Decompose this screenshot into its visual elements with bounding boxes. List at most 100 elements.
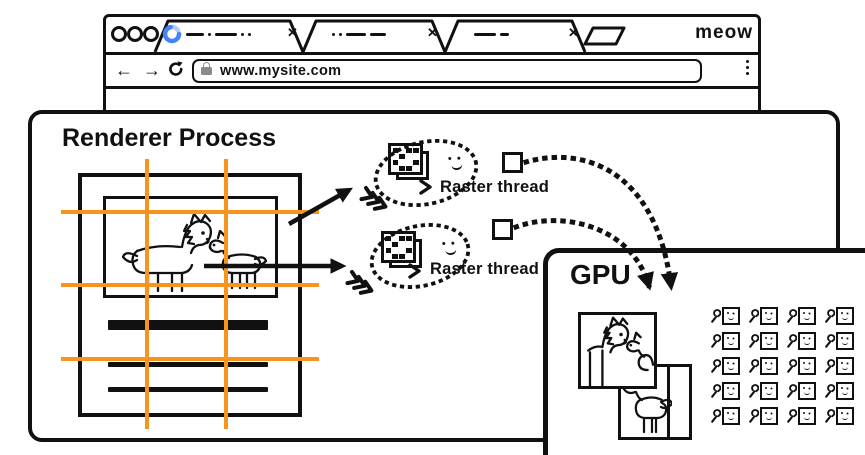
gpu-worker [824,306,857,325]
wrench-icon [825,308,835,323]
texture-square-icon [798,331,816,350]
wrench-icon [787,358,797,373]
texture-square-icon [836,381,854,400]
gpu-worker [710,406,743,425]
wrench-icon [711,383,721,398]
tile-grid-vline [145,159,149,429]
tab-strip: ✕ ✕ ✕ meow [106,17,758,55]
tab-shapes [153,19,626,52]
tile-grid-hline [61,357,319,361]
gpu-worker [824,356,857,375]
gpu-worker [786,331,819,350]
texture-square-icon [836,331,854,350]
wrench-icon [711,333,721,348]
gpu-worker [824,406,857,425]
tab-2[interactable] [301,19,447,52]
renderer-process-title: Renderer Process [62,124,277,152]
page-heading-bar [108,320,268,330]
bitmap-icon [388,143,423,175]
wrench-icon [787,408,797,423]
tab-1[interactable] [153,19,305,52]
gpu-worker [786,306,819,325]
wrench-icon [825,408,835,423]
gpu-worker [710,356,743,375]
wrench-icon [825,333,835,348]
texture-square-icon [722,331,740,350]
wrench-icon [749,333,759,348]
wrench-icon [787,383,797,398]
texture-square-icon [798,381,816,400]
gpu-worker [824,331,857,350]
texture-square-icon [722,406,740,425]
menu-kebab-icon[interactable] [746,60,750,76]
gpu-title: GPU [570,259,631,290]
gpu-box: GPU [543,248,865,455]
gpu-worker [786,406,819,425]
bitmap-icon [381,231,416,263]
wrench-icon [749,308,759,323]
wrench-icon [749,358,759,373]
forward-button[interactable]: → [143,60,161,80]
raster-thread-label: Raster thread [440,178,549,196]
raster-thread-label: Raster thread [430,260,539,278]
back-button[interactable]: ← [115,60,133,80]
wrench-icon [711,408,721,423]
horses-crop-illustration [587,316,654,386]
texture-square-icon [760,381,778,400]
tab-title-scribble [332,32,386,37]
wrench-icon [825,383,835,398]
texture-square-icon [760,306,778,325]
window-control-icon[interactable] [143,26,159,42]
navigation-bar: ← → www.mysite.com [106,55,758,89]
texture-square-icon [836,356,854,375]
web-page-mockup [78,173,302,417]
texture-square-icon [722,306,740,325]
wrench-icon [825,358,835,373]
gpu-worker [710,306,743,325]
browser-window: ✕ ✕ ✕ meow ← → www.mysite.com [103,14,761,118]
gpu-worker [786,381,819,400]
tile-grid-hline [61,210,319,214]
texture-square-icon [760,356,778,375]
texture-square-icon [798,356,816,375]
brand-label: meow [695,22,753,43]
texture-square-icon [760,406,778,425]
texture-square-icon [836,406,854,425]
gpu-worker [748,381,781,400]
reload-icon[interactable] [167,60,185,78]
tab-title-scribble [186,32,251,37]
gpu-worker [748,306,781,325]
wrench-icon [787,308,797,323]
texture-square-icon [798,306,816,325]
window-control-icon[interactable] [111,26,127,42]
gpu-tile-1 [578,312,657,389]
new-tab-button[interactable] [583,26,626,46]
tile-grid-hline [61,283,319,287]
wrench-icon [749,408,759,423]
gpu-worker [710,381,743,400]
smiley-face-icon [447,155,467,171]
wrench-icon [749,383,759,398]
wrench-icon [711,308,721,323]
texture-square-icon [722,356,740,375]
gpu-quad-icon [502,152,523,173]
gpu-quad-icon [492,219,513,240]
smiley-face-icon [441,240,461,256]
texture-square-icon [836,306,854,325]
address-bar[interactable]: www.mysite.com [192,59,702,83]
texture-square-icon [760,331,778,350]
tab-close-icon[interactable]: ✕ [568,25,579,40]
tab-close-icon[interactable]: ✕ [287,25,298,40]
texture-square-icon [722,381,740,400]
page-text-line [108,387,268,392]
wrench-icon [711,358,721,373]
tab-close-icon[interactable]: ✕ [427,25,438,40]
gpu-worker [786,356,819,375]
gpu-worker [748,331,781,350]
tab-3[interactable] [443,19,587,52]
gpu-worker-grid [710,306,857,425]
window-control-icon[interactable] [127,26,143,42]
gpu-worker [824,381,857,400]
lock-icon [201,62,212,75]
